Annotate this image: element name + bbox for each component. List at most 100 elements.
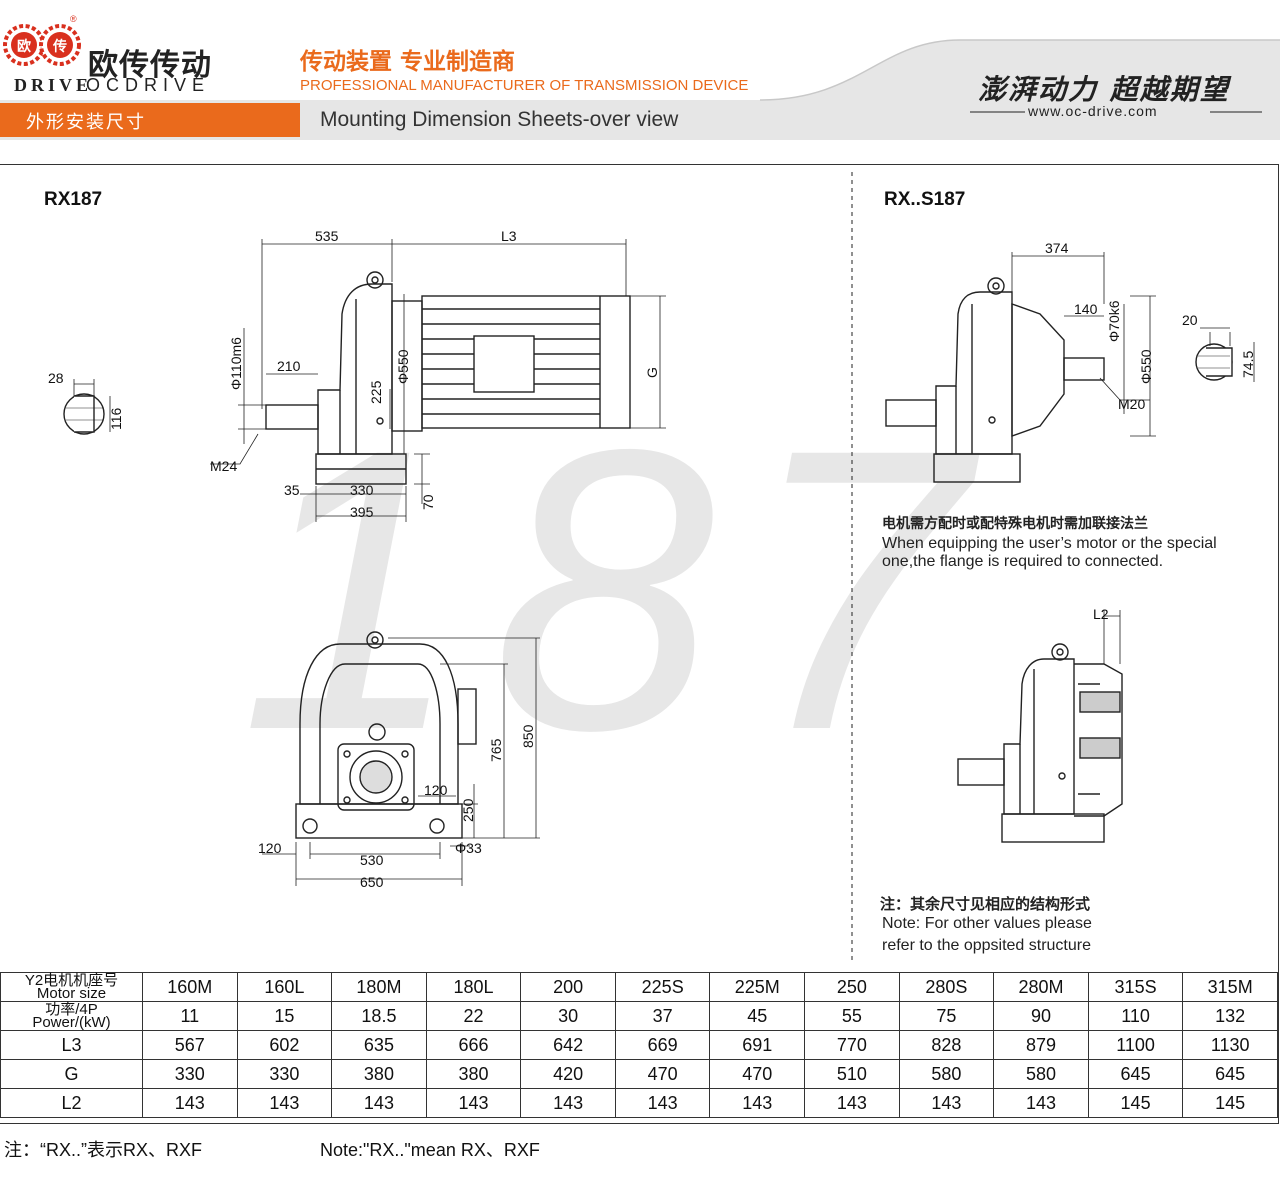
dim-33: Φ33 (455, 840, 482, 856)
table-cell: 22 (425, 1001, 522, 1031)
table-cell: 642 (520, 1030, 616, 1060)
table-cell: 145 (1087, 1088, 1184, 1118)
dim-530: 530 (360, 852, 384, 868)
note-flange-en-1: When equipping the user’s motor or the s… (882, 535, 1217, 552)
table-cell: 143 (520, 1088, 616, 1118)
dim-210: 210 (277, 358, 301, 374)
table-cell: 180L (425, 972, 522, 1002)
table-cell: 1130 (1182, 1030, 1278, 1060)
watermark-187: 187 (240, 366, 998, 813)
table-cell: 143 (898, 1088, 995, 1118)
table-cell: 143 (993, 1088, 1089, 1118)
rx187-front-view (295, 631, 477, 839)
row-header-g: G (0, 1059, 143, 1089)
logo-drive-text: DRIVE (14, 75, 93, 95)
dim-120-right: 120 (424, 782, 448, 798)
rx187-dimension-lines (210, 239, 666, 522)
note-flange-en-2: one,the flange is required to connected. (882, 553, 1164, 570)
left-drawing-title: RX187 (44, 189, 103, 210)
dim-g: G (644, 367, 660, 378)
table-cell: 250 (804, 972, 900, 1002)
dim-250: 250 (460, 798, 476, 822)
motor-size-en: Motor size (36, 985, 107, 1002)
dim-850: 850 (520, 724, 536, 748)
table-cell: 580 (898, 1059, 995, 1089)
tagline-en: PROFESSIONAL MANUFACTURER OF TRANSMISSIO… (300, 77, 749, 94)
table-cell: 470 (709, 1059, 806, 1089)
power-en: Power/(kW) (32, 1014, 111, 1031)
dim-35: 35 (284, 482, 300, 498)
table-cell: 380 (425, 1059, 522, 1089)
table-cell: 645 (1087, 1059, 1184, 1089)
tagline-cn: 传动装置 专业制造商 (300, 49, 516, 75)
table-row-g: G 330 330 380 380 420 470 470 510 580 58… (0, 1059, 1278, 1089)
table-row-motor-size: Y2电机机座号 Motor size 160M 160L 180M 180L 2… (0, 972, 1278, 1002)
table-cell: 55 (804, 1001, 900, 1031)
slogan: 澎湃动力 超越期望 (978, 73, 1230, 106)
table-cell: 143 (709, 1088, 806, 1118)
table-cell: 110 (1087, 1001, 1184, 1031)
logo-mark-left: 欧 (17, 38, 31, 55)
table-cell: 15 (236, 1001, 333, 1031)
dim-110m6: Φ110m6 (228, 337, 244, 390)
rxs187-dimension-lines (1011, 252, 1255, 437)
logo-cn: 欧传传动 (88, 48, 212, 83)
dim-374: 374 (1045, 240, 1069, 256)
table-row-l2: L2 143 143 143 143 143 143 143 143 143 1… (0, 1088, 1278, 1118)
dim-l3: L3 (501, 228, 517, 244)
table-cell: 645 (1182, 1059, 1278, 1089)
table-cell: 132 (1182, 1001, 1278, 1031)
table-cell: 143 (614, 1088, 711, 1118)
table-cell: 200 (520, 972, 616, 1002)
table-cell: 143 (142, 1088, 238, 1118)
table-cell: 143 (425, 1088, 522, 1118)
table-cell: 567 (142, 1030, 238, 1060)
dim-116: 116 (108, 407, 124, 430)
table-cell: 160M (142, 972, 238, 1002)
dim-20: 20 (1182, 312, 1198, 328)
table-cell: 37 (614, 1001, 711, 1031)
footer-note-en: Note:"RX.."mean RX、RXF (320, 1140, 540, 1160)
dim-m20: M20 (1118, 396, 1146, 412)
table-cell: 143 (236, 1088, 333, 1118)
right-drawing-title: RX..S187 (884, 189, 966, 210)
row-header-motor-size: Y2电机机座号 Motor size (0, 972, 143, 1002)
table-cell: 691 (709, 1030, 806, 1060)
row-header-l3: L3 (0, 1030, 143, 1060)
rxs187-shaft-section (1195, 343, 1233, 381)
power-cn: 功率/4P (45, 1001, 98, 1018)
table-cell: 666 (425, 1030, 522, 1060)
table-cell: 470 (614, 1059, 711, 1089)
note-flange-cn: 电机需方配时或配特殊电机时需加联接法兰 (882, 516, 1148, 532)
dim-765: 765 (488, 738, 504, 762)
note-other-cn: 注：其余尺寸见相应的结构形式 (880, 895, 1091, 913)
table-cell: 602 (236, 1030, 333, 1060)
table-cell: 18.5 (331, 1001, 427, 1031)
table-cell: 380 (331, 1059, 427, 1089)
dim-330: 330 (350, 482, 374, 498)
table-cell: 770 (804, 1030, 900, 1060)
table-row-l3: L3 567 602 635 666 642 669 691 770 828 8… (0, 1030, 1278, 1060)
table-cell: 45 (709, 1001, 806, 1031)
logo-en: OCDRIVE (86, 75, 211, 95)
dim-395: 395 (350, 504, 374, 520)
spec-table: Y2电机机座号 Motor size 160M 160L 180M 180L 2… (0, 972, 1278, 1118)
rx187-front-dimension-lines (262, 637, 540, 886)
dim-70: 70 (420, 494, 436, 510)
rx187-side-view (265, 271, 631, 485)
table-cell: 143 (804, 1088, 900, 1118)
row-header-l2: L2 (0, 1088, 143, 1118)
table-cell: 1100 (1087, 1030, 1184, 1060)
table-cell: 280M (993, 972, 1089, 1002)
section-title-cn: 外形安装尺寸 (26, 112, 146, 133)
dim-70k6: Φ70k6 (1106, 300, 1122, 342)
table-cell: 879 (993, 1030, 1089, 1060)
dim-120-left: 120 (258, 840, 282, 856)
rx187-shaft-section (63, 379, 111, 435)
table-cell: 90 (993, 1001, 1089, 1031)
technical-drawings (63, 172, 1255, 964)
dim-140: 140 (1074, 301, 1098, 317)
note-other-en-1: Note: For other values please (882, 915, 1092, 932)
section-title-en: Mounting Dimension Sheets-over view (320, 108, 679, 131)
table-cell: 225S (614, 972, 711, 1002)
